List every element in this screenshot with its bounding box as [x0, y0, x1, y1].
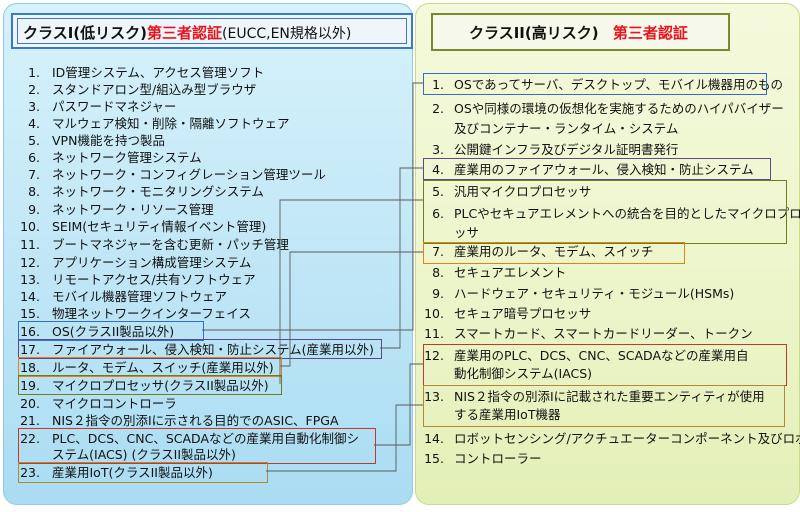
- class2-title-main: クラスII(高リスク): [469, 24, 599, 42]
- class2-item: 2.OSや同様の環境の仮想化を実施するためのハイパバイザー: [432, 101, 784, 116]
- class2-item: 14.ロボットセンシング/アクチュエーターコンポーネント及びロボット: [424, 431, 800, 446]
- class1-title: クラスI(低リスク)第三者認証(EUCC,EN規格以外): [23, 22, 351, 43]
- class2-item: する産業用IoT機器: [454, 407, 561, 422]
- class1-item: 11.ブートマネジャーを含む更新・パッチ管理: [20, 237, 289, 252]
- class2-item: 7.産業用のルータ、モデム、スイッチ: [432, 244, 654, 259]
- class2-item: 1.OSであってサーバ、デスクトップ、モバイル機器用のもの: [432, 77, 784, 92]
- class1-item: 15.物理ネットワークインターフェイス: [20, 306, 251, 321]
- class2-panel: [415, 3, 800, 505]
- class2-item: ッサ: [454, 225, 480, 240]
- class2-title-cert: 第三者認証: [612, 24, 688, 42]
- class1-item: 22.PLC、DCS、CNC、SCADAなどの産業用自動化制御シ: [20, 431, 359, 446]
- class1-item: 16.OS(クラスII製品以外): [20, 324, 175, 339]
- class2-item: 5.汎用マイクロプロセッサ: [432, 184, 592, 199]
- class2-title-box: クラスII(高リスク) 第三者認証: [431, 13, 730, 51]
- class1-item: 14.モバイル機器管理ソフトウェア: [20, 289, 228, 304]
- class1-title-main: クラスI(低リスク): [23, 24, 147, 42]
- class1-item: 20.マイクロコントローラ: [20, 396, 177, 411]
- class2-item: 及びコンテナー・ランタイム・システム: [454, 121, 679, 136]
- class1-title-box: クラスI(低リスク)第三者認証(EUCC,EN規格以外): [11, 13, 413, 49]
- class2-item: 6.PLCやセキュアエレメントへの統合を目的としたマイクロプロセ: [432, 206, 800, 221]
- class2-item: 10.セキュア暗号プロセッサ: [424, 306, 592, 321]
- class2-item: 8.セキュアエレメント: [432, 265, 567, 280]
- class1-item: 3.パスワードマネジャー: [28, 99, 177, 114]
- class2-item: 12.産業用のPLC、DCS、CNC、SCADAなどの産業用自: [424, 348, 749, 363]
- class1-item: 10.SEIM(セキュリティ情報イベント管理): [20, 219, 267, 234]
- class1-item: 6.ネットワーク管理システム: [28, 150, 202, 165]
- class1-item: 2.スタンドアロン型/組込み型ブラウザ: [28, 82, 257, 97]
- class2-item: 3.公開鍵インフラ及びデジタル証明書発行: [432, 142, 679, 157]
- class1-item: 1.ID管理システム、アクセス管理ソフト: [28, 65, 265, 80]
- class1-item: 4.マルウェア検知・削除・隔離ソフトウェア: [28, 116, 290, 131]
- class2-item: 4.産業用のファイアウォール、侵入検知・防止システム: [432, 162, 754, 177]
- class1-item: 5.VPN機能を持つ製品: [28, 133, 165, 148]
- class2-item: 動化制御システム(IACS): [454, 366, 593, 381]
- class1-item: 21.NIS２指令の別添Iに示される目的でのASIC、FPGA: [20, 413, 339, 428]
- iot-connector: [266, 404, 423, 472]
- class1-item: 9.ネットワーク・リソース管理: [28, 202, 214, 217]
- class1-panel: [3, 3, 413, 505]
- class1-item: 23.産業用IoT(クラスII製品以外): [20, 465, 213, 480]
- os-connector: [202, 82, 423, 331]
- class1-item: 7.ネットワーク・コンフィグレーション管理ツール: [28, 167, 326, 182]
- class1-title-cert: 第三者認証: [147, 24, 223, 42]
- class1-item: 17.ファイアウォール、侵入検知・防止システム(産業用以外): [20, 342, 374, 357]
- class2-item: 9.ハードウェア・セキュリティ・モジュール(HSMs): [432, 286, 735, 301]
- class2-title: クラスII(高リスク) 第三者認証: [469, 22, 688, 43]
- router-connector: [280, 251, 423, 367]
- class2-item: 11.スマートカード、スマートカードリーダー、トークン: [424, 326, 753, 341]
- microprocessor-connector: [279, 199, 423, 384]
- class1-title-tail: (EUCC,EN規格以外): [222, 26, 352, 42]
- iacs-connector: [374, 363, 423, 446]
- class1-item: 8.ネットワーク・モニタリングシステム: [28, 184, 264, 199]
- class1-item: ステム(IACS) (クラスII製品以外): [52, 447, 236, 462]
- firewall-connector: [380, 167, 423, 349]
- class1-item: 12.アプリケーション構成管理システム: [20, 255, 252, 270]
- class1-item: 18.ルータ、モデム、スイッチ(産業用以外): [20, 360, 274, 375]
- class2-item: 15.コントローラー: [424, 451, 542, 466]
- class2-item: 13.NIS２指令の別添Iに記載された重要エンティティが使用: [424, 389, 765, 404]
- class1-item: 13.リモートアクセス/共有ソフトウェア: [20, 272, 256, 287]
- class1-item: 19.マイクロプロセッサ(クラスII製品以外): [20, 378, 269, 393]
